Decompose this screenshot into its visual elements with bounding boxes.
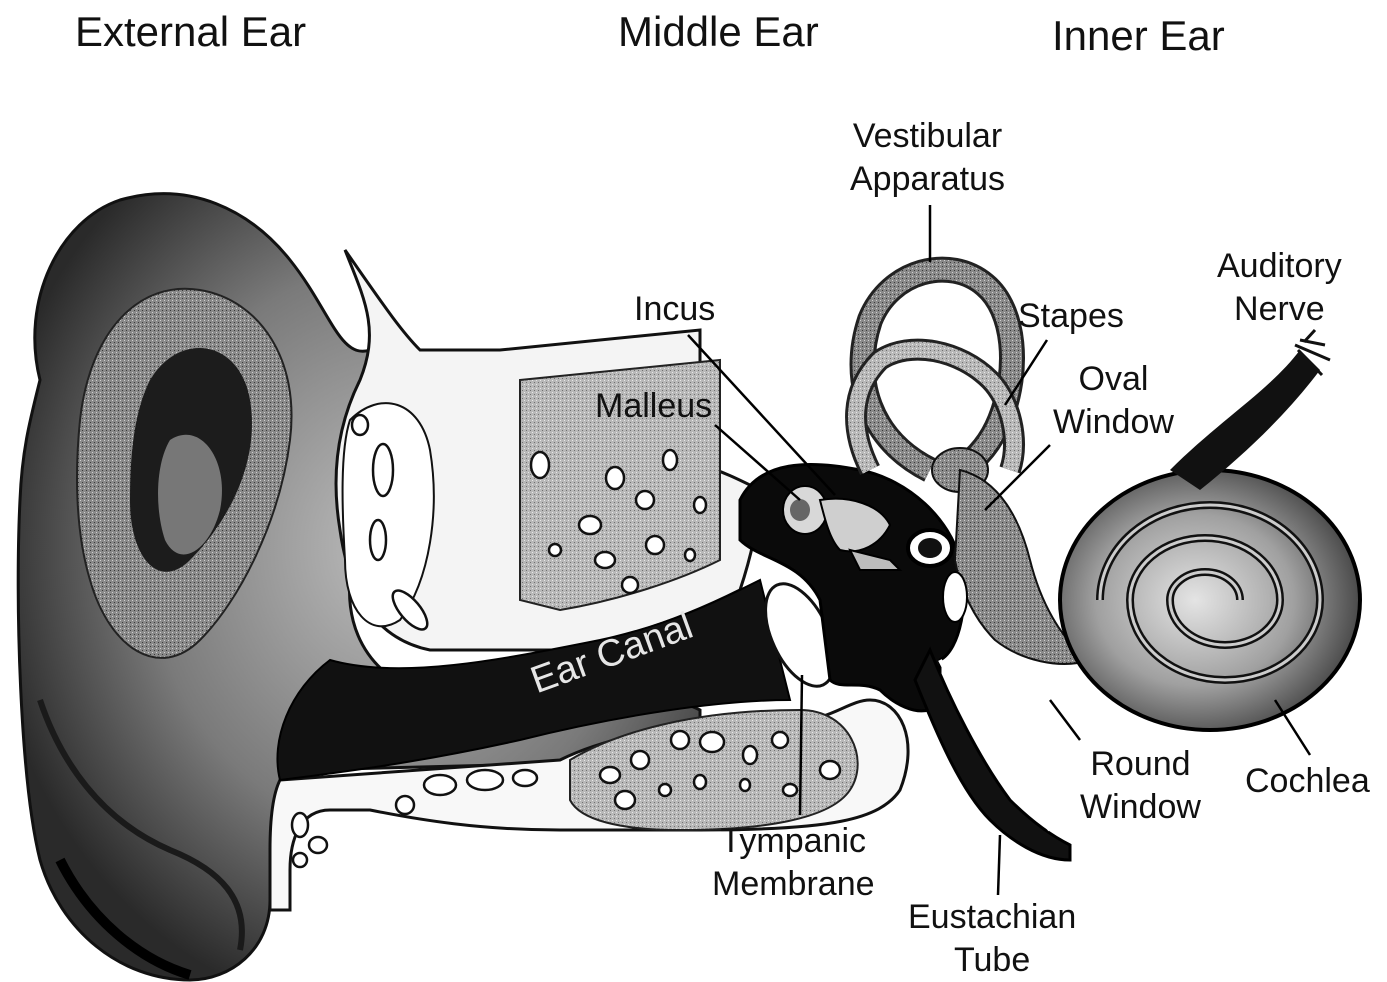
- label-round-window: Round Window: [1080, 743, 1201, 829]
- cochlea: [1060, 470, 1360, 730]
- label-line: Apparatus: [850, 158, 1005, 201]
- label-eustachian-tube: Eustachian Tube: [908, 896, 1076, 982]
- label-cochlea: Cochlea: [1245, 760, 1370, 803]
- section-middle-ear: Middle Ear: [618, 8, 819, 56]
- round-window: [943, 572, 967, 622]
- section-inner-ear: Inner Ear: [1052, 12, 1225, 60]
- label-tympanic-membrane: Tympanic Membrane: [712, 820, 875, 906]
- label-line: Round: [1080, 743, 1201, 786]
- label-auditory-nerve: Auditory Nerve: [1217, 245, 1342, 331]
- label-line: Membrane: [712, 863, 875, 906]
- label-line: Window: [1053, 401, 1174, 444]
- label-line: Eustachian: [908, 896, 1076, 939]
- label-line: Tympanic: [712, 820, 875, 863]
- auditory-nerve: [1170, 330, 1330, 490]
- label-line: Nerve: [1217, 288, 1342, 331]
- vestibular-apparatus: [856, 270, 1014, 492]
- label-stapes: Stapes: [1018, 295, 1124, 338]
- label-malleus: Malleus: [595, 385, 712, 428]
- label-line: Auditory: [1217, 245, 1342, 288]
- label-line: Window: [1080, 786, 1201, 829]
- label-incus: Incus: [634, 288, 715, 331]
- label-oval-window: Oval Window: [1053, 358, 1174, 444]
- label-line: Vestibular: [850, 115, 1005, 158]
- label-line: Tube: [908, 939, 1076, 982]
- label-vestibular-apparatus: Vestibular Apparatus: [850, 115, 1005, 201]
- label-line: Oval: [1053, 358, 1174, 401]
- section-external-ear: External Ear: [75, 8, 306, 56]
